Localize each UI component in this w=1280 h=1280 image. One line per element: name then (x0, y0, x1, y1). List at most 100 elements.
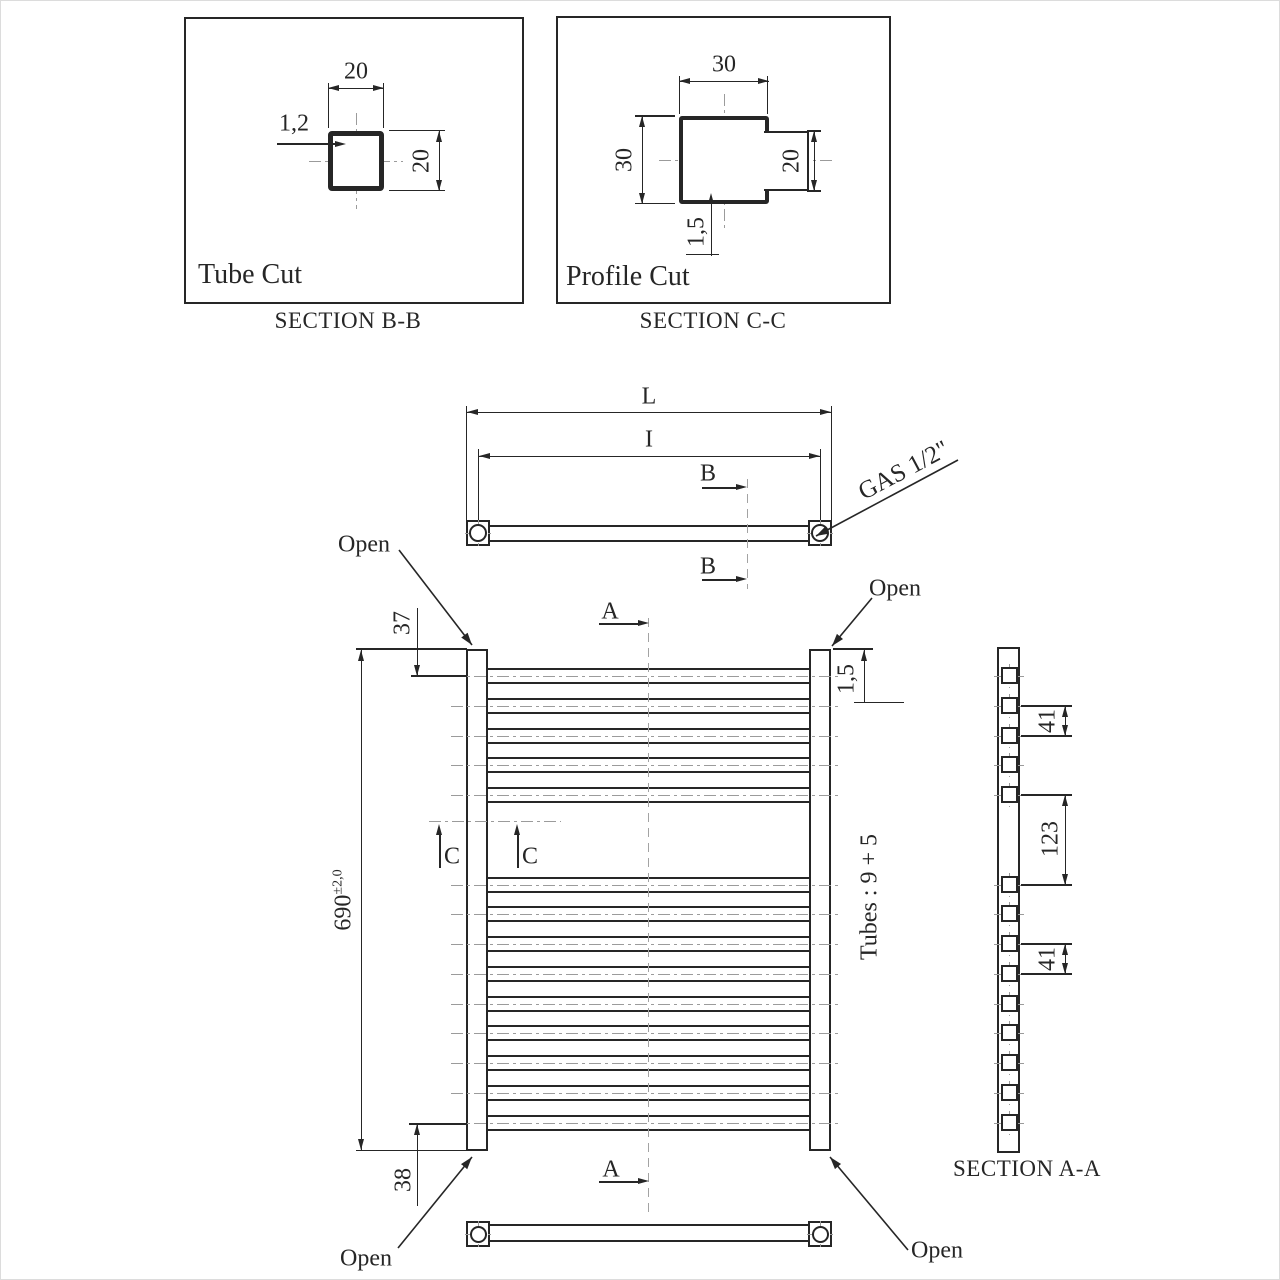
tube-centerline (451, 1063, 841, 1064)
gas-thread-label: GAS 1/2" (853, 435, 954, 506)
arrowhead-icon (358, 650, 365, 661)
tube-centerline (451, 1123, 841, 1124)
arrowhead-icon (811, 180, 818, 191)
extension-line (466, 406, 468, 520)
dimension-line (1065, 795, 1067, 885)
tube-section-square (1001, 965, 1018, 982)
extension-line (679, 76, 681, 114)
section-aa-caption: SECTION A-A (953, 1156, 1101, 1181)
top-bar-edge (490, 525, 808, 527)
arrowhead-icon (809, 453, 820, 460)
arrowhead-icon (736, 576, 747, 583)
cut-arrow-line (439, 834, 441, 868)
tube-section-square (1001, 935, 1018, 952)
tube-section-square (1001, 1054, 1018, 1071)
tube-centerline (451, 795, 841, 796)
arrowhead-icon (514, 824, 521, 835)
tube-section-square (1001, 786, 1018, 803)
tubes-count-label: Tubes : 9 + 5 (856, 833, 883, 961)
arrowhead-icon (758, 78, 769, 85)
arrowhead-icon (811, 131, 818, 142)
dimension-line (1065, 944, 1067, 974)
extension-line (807, 130, 821, 132)
extension-line (767, 76, 769, 114)
section-aa-strip (997, 647, 1020, 1153)
tube-section-square (1001, 1024, 1018, 1041)
cut-label-c-right: C (521, 843, 539, 870)
extension-line (383, 83, 385, 128)
cut-label-a-bottom: A (602, 1156, 620, 1183)
tube-end-circle (469, 524, 487, 542)
tube-centerline (451, 1033, 841, 1034)
extension-line (389, 190, 445, 192)
arrowhead-icon (467, 409, 478, 416)
arrowhead-icon (1062, 874, 1069, 885)
arrowhead-icon (639, 193, 646, 204)
cut-plane-line-a (648, 618, 649, 1217)
tube-centerline (451, 1093, 841, 1094)
arrowhead-icon (1062, 725, 1069, 736)
dim-profile-width: 30 (712, 51, 736, 78)
dimension-line (814, 131, 816, 191)
tube-section-square (1001, 995, 1018, 1012)
dim-height-value: 690 (330, 894, 357, 931)
extension-line (356, 1150, 467, 1152)
tube-end-circle (811, 1225, 829, 1243)
tube-centerline (451, 676, 841, 677)
extension-line (635, 115, 675, 117)
extension-line (411, 675, 467, 677)
arrowhead-icon (358, 1139, 365, 1150)
extension-line (409, 1123, 467, 1125)
cut-plane-line-b (747, 479, 748, 589)
extension-line (1021, 794, 1072, 796)
dimension-line (466, 412, 832, 414)
open-label-bottom-left: Open (340, 1245, 392, 1272)
tube-end-circle (811, 524, 829, 542)
arrowhead-icon (861, 650, 868, 661)
profile-cut-title: Profile Cut (566, 261, 690, 292)
dim-height: 690±2,0 (331, 869, 358, 930)
tube-centerline (451, 944, 841, 945)
dimension-line (679, 81, 769, 83)
extension-line (635, 202, 675, 204)
extension-line (820, 449, 822, 529)
bottom-bar-edge (490, 1240, 808, 1242)
extension-line (1021, 884, 1072, 886)
arrowhead-icon (638, 620, 649, 627)
dim-tube-wall: 1,2 (279, 110, 309, 137)
tube-section-square (1001, 697, 1018, 714)
profile-cross-section (679, 116, 769, 204)
dimension-line (642, 116, 644, 204)
section-cc-caption: SECTION C-C (639, 308, 787, 333)
tube-section-square (1001, 1084, 1018, 1101)
cut-arrow-line (702, 487, 737, 489)
dim-bottom-offset: 38 (390, 1168, 417, 1192)
tube-section-square (1001, 905, 1018, 922)
dimension-line (361, 649, 363, 1151)
dimension-line (417, 1124, 419, 1206)
tube-stub-section (764, 131, 809, 191)
tube-section-square (1001, 876, 1018, 893)
arrowhead-icon (638, 1178, 649, 1185)
cut-arrow-line (599, 1181, 641, 1183)
extension-line (478, 449, 480, 529)
dim-pitch-top: 41 (1034, 709, 1061, 733)
leader-line (686, 254, 719, 256)
open-label-top-right: Open (869, 575, 921, 602)
dim-top-offset: 37 (389, 611, 416, 635)
arrowhead-icon (414, 665, 421, 676)
arrowhead-icon (1062, 963, 1069, 974)
dim-interaxis: I (645, 426, 653, 453)
cut-label-a-top: A (601, 598, 619, 625)
right-rail (809, 649, 831, 1151)
arrowhead-icon (436, 180, 443, 191)
extension-line (328, 83, 330, 128)
extension-line (1021, 735, 1072, 737)
arrowhead-icon (373, 85, 384, 92)
arrowhead-icon (328, 85, 339, 92)
dim-gap: 123 (1037, 821, 1064, 857)
dim-rail-wall: 1,5 (833, 664, 860, 694)
dim-pitch-bottom: 41 (1034, 947, 1061, 971)
open-label-bottom-right: Open (911, 1237, 963, 1264)
open-leader-top-right (831, 597, 873, 647)
